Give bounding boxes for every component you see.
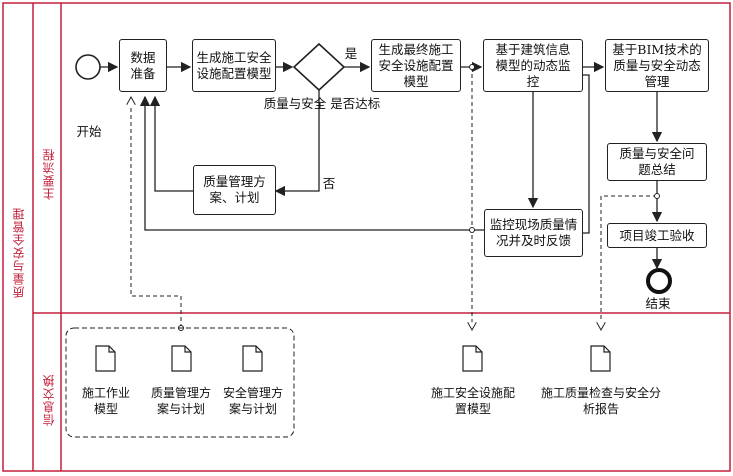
lane-label-main: 主要流程 [42,148,56,200]
end-event [646,268,672,294]
task-completion[interactable]: 项目竣工验收 [607,223,707,248]
task-site-monitor[interactable]: 监控现场质量情况并及时反馈 [484,209,583,257]
doc-inspection-report: 施工质量检查与安全分析报告 [540,386,661,416]
doc-quality-plan: 质量管理方案与计划 [150,386,211,416]
task-dynamic-monitor[interactable]: 基于建筑信息模型的动态监控 [483,39,583,92]
doc-work-model: 施工作业模型 [81,386,130,416]
task-problem-summary-label: 质量与安全问题总结 [619,146,695,177]
gateway-yes-label: 是 [344,46,358,61]
task-gen-config-model[interactable]: 生成施工安全设施配置模型 [192,39,276,92]
start-label: 开始 [76,124,102,139]
doc-safety-plan: 安全管理方案与计划 [222,386,283,416]
assoc-docs-to-prep [131,97,182,328]
assoc-origin-summary [654,193,660,199]
flow-site-to-monitor [583,74,590,234]
pool-label: 质量与安全管理 [12,207,26,298]
doc-safety-config-model: 施工安全设施配置模型 [430,386,515,416]
task-quality-plan[interactable]: 质量管理方案、计划 [193,165,276,215]
document-group [65,327,295,438]
flow-gateway-no [274,90,320,197]
task-gen-config-model-label: 生成施工安全设施配置模型 [196,49,272,81]
assoc-origin-site [469,227,475,233]
assoc-origin-final [469,64,475,70]
flow-plan-to-prep [149,95,193,192]
task-data-prep-label: 数据准备 [130,49,156,81]
flow-site-to-prep [139,95,484,231]
task-bim-management-label: 基于BIM技术的质量与安全动态管理 [612,41,702,89]
task-bim-management[interactable]: 基于BIM技术的质量与安全动态管理 [605,39,709,92]
end-label: 结束 [645,296,671,311]
task-final-config-model[interactable]: 生成最终施工安全设施配置模型 [371,39,461,92]
gateway-no-label: 否 [322,176,336,191]
task-site-monitor-label: 监控现场质量情况并及时反馈 [489,217,578,248]
task-data-prep[interactable]: 数据准备 [119,39,167,92]
task-final-config-model-label: 生成最终施工安全设施配置模型 [378,41,454,89]
gateway-question: 质量与安全 是否达标 [263,96,381,111]
task-problem-summary[interactable]: 质量与安全问题总结 [607,143,707,181]
decision-gateway [292,42,346,92]
task-dynamic-monitor-label: 基于建筑信息模型的动态监控 [495,41,571,89]
task-completion-label: 项目竣工验收 [619,227,695,243]
document-icon [95,345,611,372]
lane-label-info: 信息交换 [42,374,56,426]
task-quality-plan-label: 质量管理方案、计划 [203,174,266,205]
assoc-summary-to-report [601,195,657,330]
start-event [75,54,101,80]
